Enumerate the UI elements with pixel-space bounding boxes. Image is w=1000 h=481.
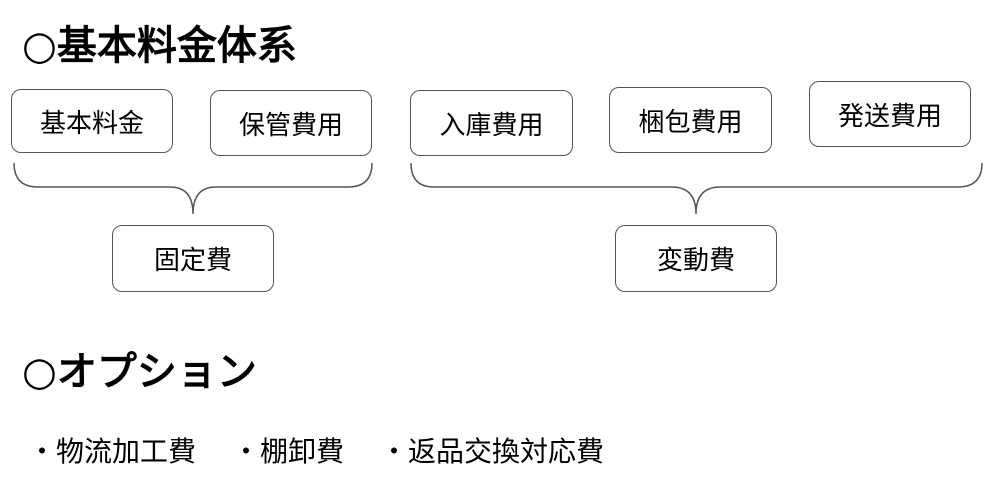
inbound-fee-box: 入庫費用	[410, 90, 573, 156]
storage-fee-box: 保管費用	[210, 90, 372, 156]
basic-fee-system-heading: ○基本料金体系	[22, 23, 297, 69]
option-item-inventory-fee: ・棚卸費	[232, 435, 345, 468]
shipping-fee-box: 発送費用	[809, 81, 971, 147]
options-list: ・物流加工費 ・棚卸費 ・返品交換対応費	[28, 430, 640, 470]
basic-fee-box: 基本料金	[11, 89, 173, 153]
option-item-return-exchange-fee: ・返品交換対応費	[380, 435, 605, 468]
option-item-processing-fee: ・物流加工費	[28, 435, 197, 468]
options-heading: ○オプション	[22, 349, 257, 395]
packing-fee-box: 梱包費用	[609, 87, 772, 153]
variable-cost-box: 変動費	[615, 225, 777, 292]
fixed-cost-box: 固定費	[112, 225, 274, 292]
